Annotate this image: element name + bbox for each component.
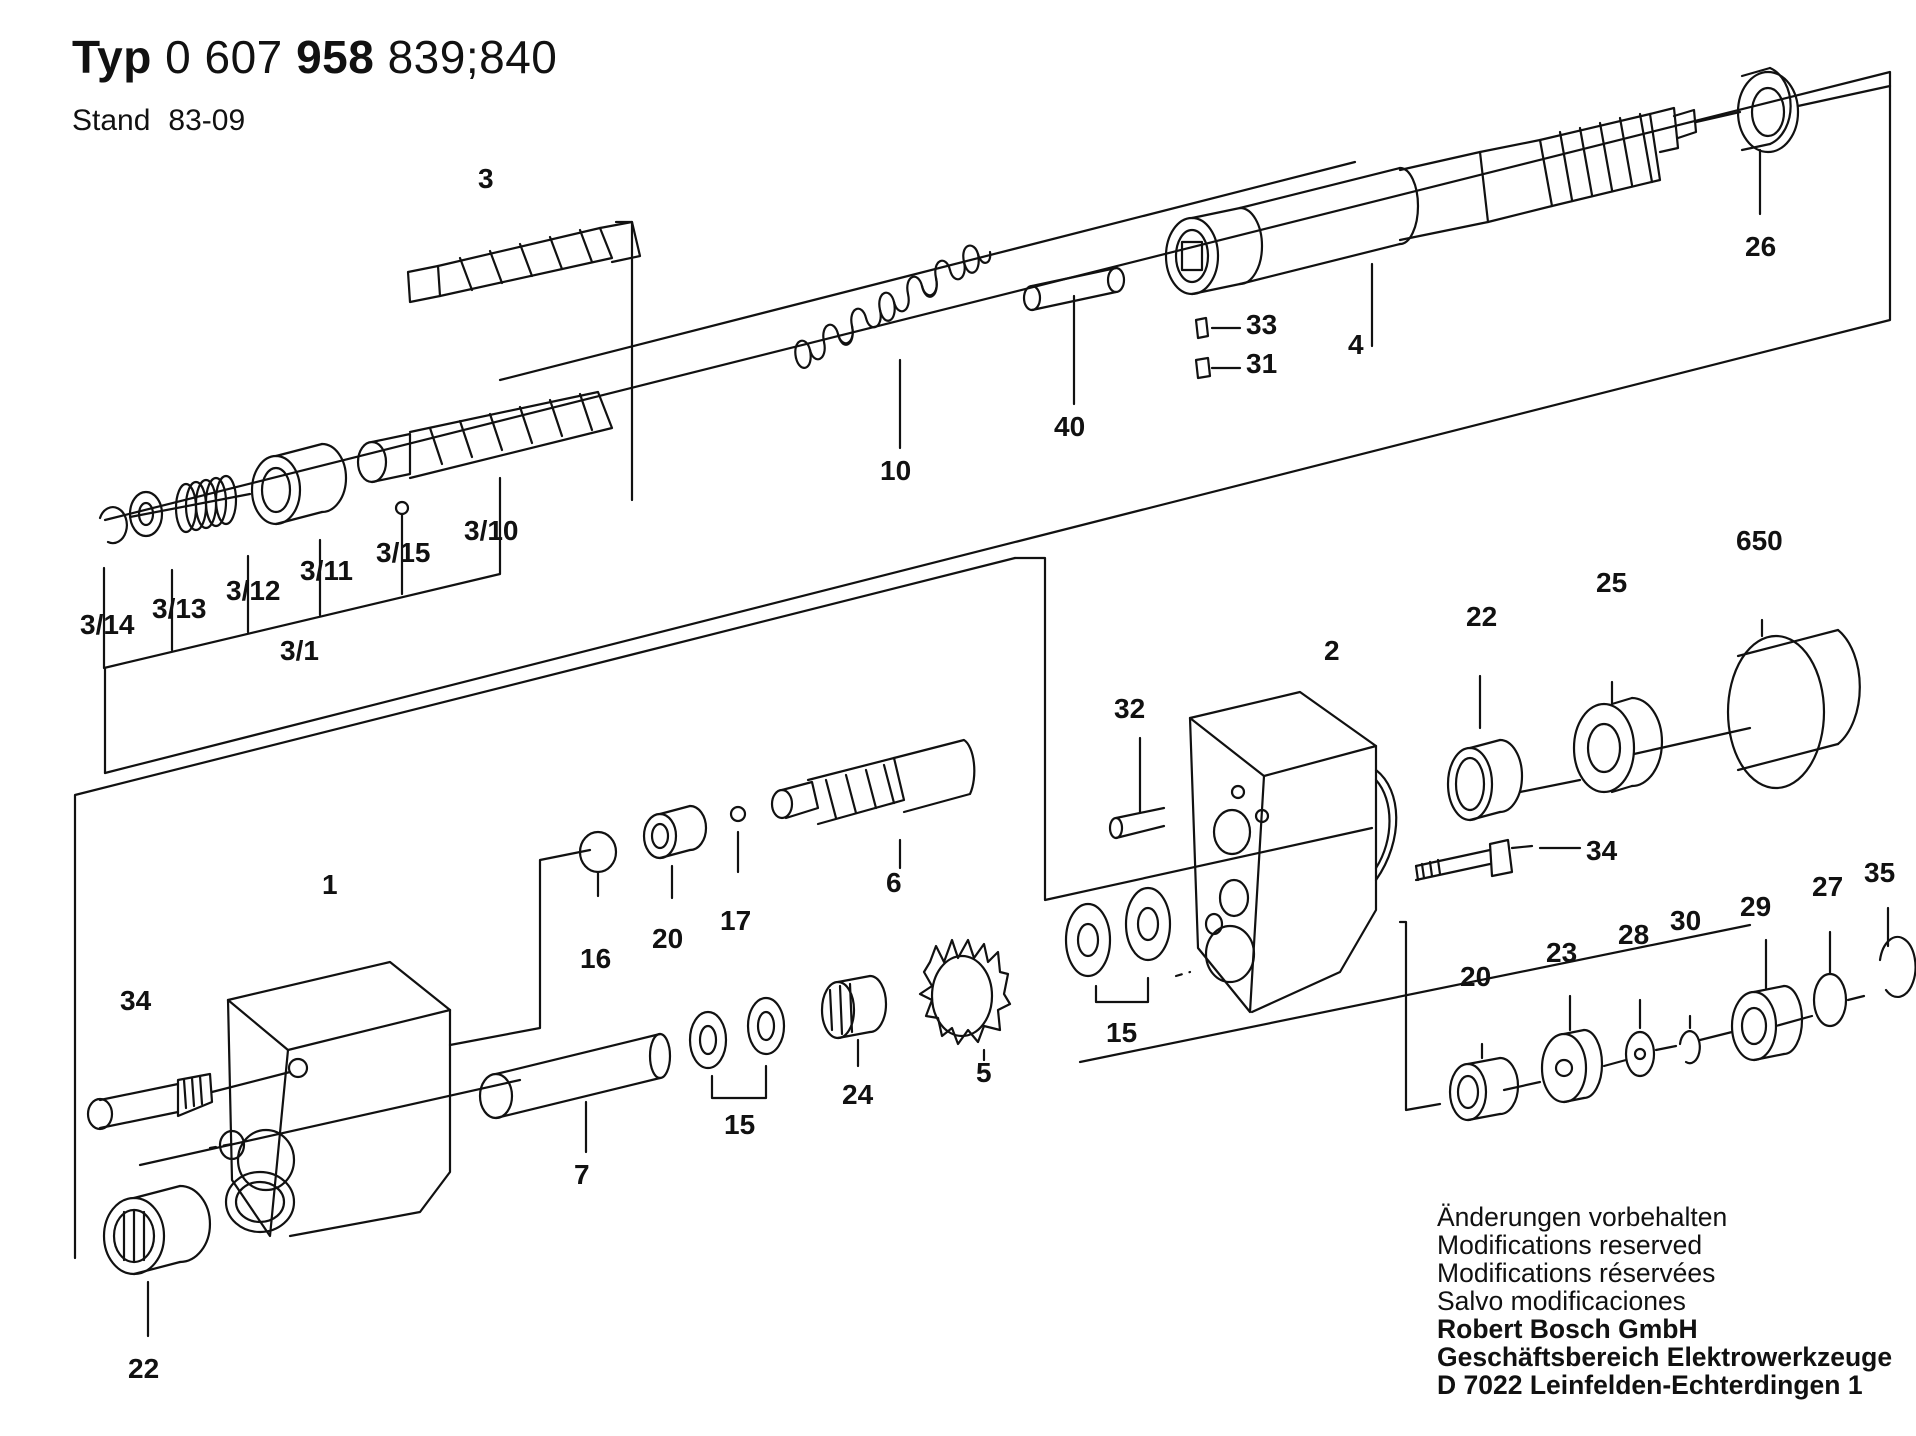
- notice-line-es: Salvo modificaciones: [1437, 1286, 1686, 1316]
- pin-40: [1022, 266, 1126, 406]
- needle-bearing-24: [820, 974, 888, 1068]
- stand-label: Stand: [72, 104, 151, 137]
- housing-1: [218, 960, 452, 1238]
- seal-26: [1694, 66, 1892, 216]
- small-bearings-16-20-17: [578, 804, 747, 900]
- modifications-notice: Änderungen vorbehalten Modifications res…: [1437, 1203, 1892, 1399]
- company-address: D 7022 Leinfelden-Echterdingen 1: [1437, 1370, 1863, 1400]
- callout-3-12: 3/12: [226, 575, 281, 606]
- spline-shaft-3-10: [356, 390, 614, 516]
- callout-26: 26: [1745, 231, 1776, 262]
- hidden-lines: [208, 970, 1192, 1150]
- group-3-1-bracket: [102, 476, 502, 670]
- callout-10: 10: [880, 455, 911, 486]
- company-division: Geschäftsbereich Elektrowerkzeuge: [1437, 1342, 1893, 1372]
- callout-2: 2: [1324, 635, 1340, 666]
- needle-bearing-22-lower: [102, 1184, 212, 1338]
- callout-20-mid: 20: [652, 923, 683, 954]
- upper-assembly-outline: [103, 70, 1892, 1064]
- shaft-7: [478, 1032, 672, 1154]
- callout-35: 35: [1864, 857, 1895, 888]
- callout-4: 4: [1348, 329, 1364, 360]
- type-word: Typ: [72, 31, 152, 83]
- type-heading: Typ 0 607 958 839;840: [72, 30, 557, 84]
- notice-line-fr: Modifications réservées: [1437, 1258, 1716, 1288]
- callout-5: 5: [976, 1057, 992, 1088]
- pin-32: [1108, 736, 1166, 840]
- type-number-prefix: 0 607: [165, 31, 283, 83]
- gear-5: [918, 938, 1012, 1062]
- callout-27: 27: [1812, 871, 1843, 902]
- callout-30: 30: [1670, 905, 1701, 936]
- callout-20-right: 20: [1460, 961, 1491, 992]
- housing-2: [1188, 690, 1398, 1014]
- callout-40: 40: [1054, 411, 1085, 442]
- callout-3-1: 3/1: [280, 635, 319, 666]
- compression-spring-10: [794, 244, 992, 450]
- callout-3-11: 3/11: [300, 555, 353, 586]
- callout-15-mid: 15: [724, 1109, 755, 1140]
- callout-24: 24: [842, 1079, 874, 1110]
- shaft-small-parts: [98, 442, 348, 545]
- lower-right-parts: [1448, 906, 1916, 1122]
- callout-33: 33: [1246, 309, 1277, 340]
- callout-7: 7: [574, 1159, 590, 1190]
- callout-28: 28: [1618, 919, 1649, 950]
- type-number-main: 958: [296, 31, 375, 83]
- callout-32: 32: [1114, 693, 1145, 724]
- spring-3-12: [174, 474, 238, 534]
- callout-23: 23: [1546, 937, 1577, 968]
- callout-3-15: 3/15: [376, 537, 431, 568]
- notice-line-de: Änderungen vorbehalten: [1437, 1202, 1728, 1232]
- sleeve-3-11: [250, 442, 348, 526]
- spline-shaft-3: [406, 220, 642, 502]
- washers-15-right: [1064, 886, 1172, 1004]
- washers-15-mid: [688, 996, 786, 1100]
- lower-assembly-outline: [73, 556, 1442, 1260]
- screw-34-left: [86, 1070, 292, 1131]
- callout-labels: 3 26 33 31 4 40 10 3/10 3/15 3/11 3/12 3…: [80, 163, 1895, 1384]
- callout-3: 3: [478, 163, 494, 194]
- bearing-22-seal-25-cap-650: [1446, 618, 1861, 822]
- company-name: Robert Bosch GmbH: [1437, 1314, 1698, 1344]
- spindle-4: [1164, 106, 1698, 348]
- callout-15-right: 15: [1106, 1017, 1137, 1048]
- callout-34-left: 34: [120, 985, 152, 1016]
- callout-22-bottom: 22: [128, 1353, 159, 1384]
- callout-25: 25: [1596, 567, 1627, 598]
- callout-3-10: 3/10: [464, 515, 519, 546]
- callout-31: 31: [1246, 348, 1277, 379]
- screw-34-right: [1414, 838, 1582, 882]
- callout-1: 1: [322, 869, 338, 900]
- spindle-keys: [1194, 316, 1242, 380]
- callout-22-top: 22: [1466, 601, 1497, 632]
- callout-34-right: 34: [1586, 835, 1618, 866]
- callout-16: 16: [580, 943, 611, 974]
- callout-650: 650: [1736, 525, 1783, 556]
- spline-shaft-6: [770, 738, 976, 870]
- stand-value: 83-09: [168, 104, 246, 137]
- callout-29: 29: [1740, 891, 1771, 922]
- revision-stand: Stand 83-09: [72, 104, 245, 138]
- callout-17: 17: [720, 905, 751, 936]
- notice-line-en: Modifications reserved: [1437, 1230, 1703, 1260]
- callout-3-14: 3/14: [80, 609, 135, 640]
- callout-6: 6: [886, 867, 902, 898]
- type-number-variants: 839;840: [387, 31, 558, 83]
- callout-3-13: 3/13: [152, 593, 207, 624]
